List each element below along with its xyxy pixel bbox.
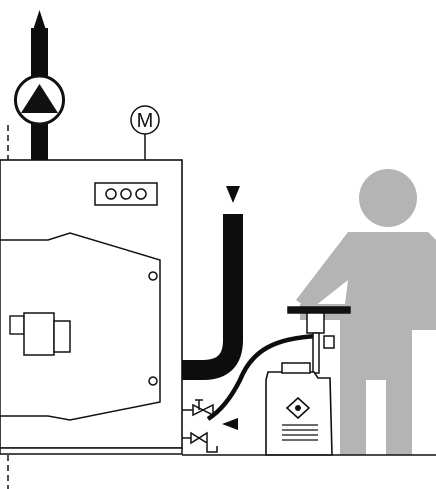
down-arrow-icon — [226, 186, 240, 203]
boiler-body — [0, 159, 183, 455]
valve-icon — [182, 399, 218, 453]
person-icon — [296, 169, 436, 455]
hose — [206, 333, 319, 421]
return-pipe — [182, 186, 243, 380]
up-arrow-icon — [33, 10, 46, 30]
motor-icon: M — [130, 105, 160, 160]
flow-arrow-icon — [222, 418, 238, 430]
motor-label: M — [137, 110, 154, 132]
pump-icon — [14, 74, 65, 126]
hand-pump — [287, 306, 351, 374]
canister-icon — [265, 362, 333, 456]
